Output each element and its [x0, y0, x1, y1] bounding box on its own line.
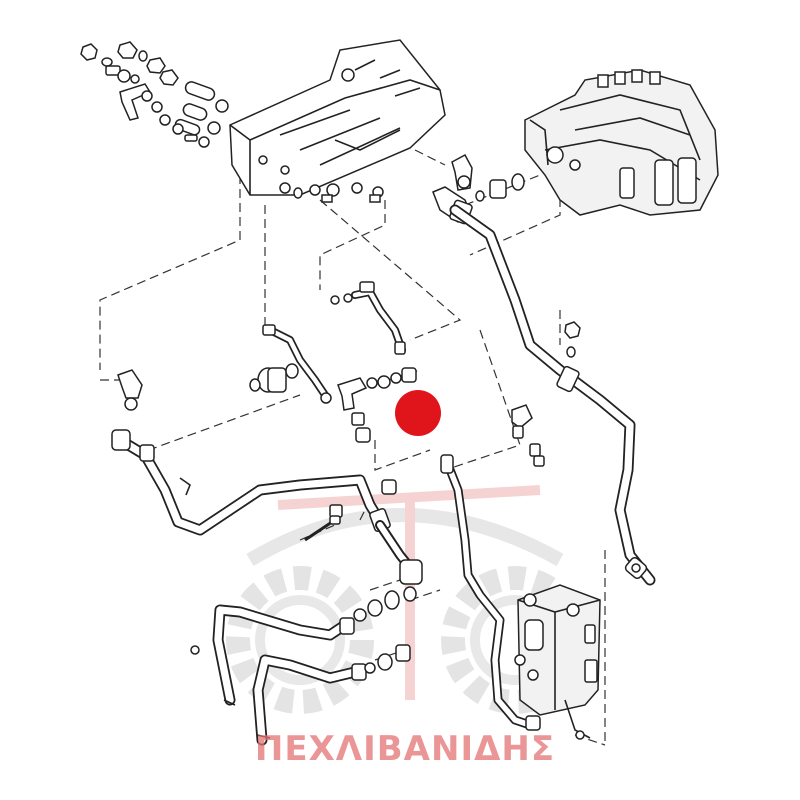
washer-4 [215, 99, 229, 113]
pipe-lower-left-upper [212, 604, 351, 706]
right-fitting-stack [511, 321, 581, 467]
pipe-left-end-fitting [111, 429, 191, 496]
small-left-fittings [262, 324, 332, 404]
washer-row-center [366, 367, 417, 389]
watermark-text: ΠΕΧΛΙΒΑΝΙΔΗΣ [255, 729, 555, 769]
top-left-fastener-group [80, 41, 229, 148]
pin-2 [182, 103, 208, 121]
nut-4 [159, 69, 179, 86]
control-valve-block [524, 69, 719, 216]
nut-9 [151, 101, 163, 113]
watermark-tractor-arc [246, 508, 564, 567]
pipe-right-long [449, 204, 656, 586]
pipe-left-long [114, 434, 384, 536]
pin-1 [184, 81, 216, 101]
lower-left-pipe-fittings [223, 617, 367, 739]
washer-5 [207, 121, 221, 135]
pin-3 [174, 118, 201, 136]
flex-pipe-end-fittings [440, 454, 541, 731]
pipe-lower-left-lower [252, 654, 361, 746]
washer-6 [198, 136, 210, 148]
union-fitting-left [249, 363, 299, 393]
adapter-fitting [475, 173, 525, 202]
connector-lower-center [329, 479, 423, 610]
lower-washers [190, 599, 411, 674]
tee-fitting [337, 377, 371, 443]
lower-valve-block [514, 584, 601, 740]
pipe-end-fitting [624, 556, 648, 580]
pipe-small-center [351, 288, 406, 354]
nut-1 [80, 43, 98, 61]
small-bolt [184, 134, 198, 142]
nut-7 [159, 114, 171, 126]
washer-2 [138, 50, 148, 62]
nut-6 [141, 90, 153, 102]
pipe-lower-right-flex [442, 457, 535, 730]
long-bolt [304, 515, 341, 542]
center-fitting-group [117, 321, 581, 674]
lever-arm [119, 83, 152, 121]
elbow-fitting-left [117, 369, 143, 411]
washer-1 [101, 57, 113, 67]
red-dot-marker [395, 390, 441, 436]
washer-3 [130, 74, 140, 84]
mounting-plate [229, 39, 446, 196]
nut-5 [117, 69, 131, 83]
dashed-assembly-lines [99, 149, 606, 746]
pipe-left-small [266, 326, 329, 399]
small-pipe-fittings [330, 281, 406, 355]
nut-2 [117, 41, 138, 59]
valve-fitting-group [432, 153, 525, 225]
watermark-logo [226, 485, 589, 714]
plate-washer-group [279, 182, 384, 203]
elbow-fitting-top [451, 153, 473, 191]
nut-8 [172, 123, 184, 135]
bolt-1 [105, 65, 121, 76]
nut-3 [146, 57, 166, 74]
pipe-clamp [556, 365, 580, 393]
watermark-gear-left [226, 566, 374, 714]
